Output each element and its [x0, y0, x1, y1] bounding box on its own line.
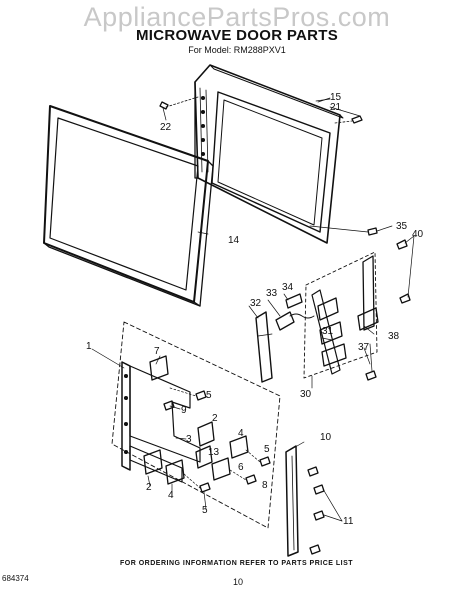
callout-5-lower: 5 — [202, 505, 208, 516]
callout-10: 10 — [320, 432, 332, 443]
callout-3: 3 — [186, 434, 192, 445]
callout-5-upper: 5 — [206, 390, 212, 401]
page-number: 10 — [233, 577, 244, 587]
callout-2-upper: 2 — [212, 413, 218, 424]
callout-15: 15 — [330, 92, 342, 103]
hinge-rail-part-10 — [285, 445, 299, 557]
latch-arm-part-32 — [255, 311, 273, 383]
callout-1: 1 — [86, 341, 92, 352]
document-id: 684374 — [2, 574, 29, 583]
callout-8: 8 — [262, 480, 268, 491]
leader-lines — [91, 97, 375, 510]
callout-40: 40 — [412, 229, 424, 240]
callout-11: 11 — [343, 516, 354, 527]
callout-5-middle: 5 — [264, 444, 270, 455]
callout-9: 9 — [181, 405, 187, 416]
latch-plate-part-1 — [111, 321, 281, 529]
latch-bracket-part-30 — [303, 251, 378, 379]
switch-part-2-upper — [197, 421, 215, 447]
callout-2-lower: 2 — [146, 482, 152, 493]
model-subtitle: For Model: RM288PXV1 — [188, 45, 286, 55]
screw-part-5-lower — [183, 473, 211, 493]
callout-4-lower: 4 — [168, 490, 174, 501]
screw-part-37 — [365, 343, 377, 381]
callout-14: 14 — [228, 235, 240, 246]
callout-38: 38 — [388, 331, 400, 342]
callout-34: 34 — [282, 282, 294, 293]
screws-part-11 — [307, 466, 343, 555]
door-frame-part-14 — [43, 105, 214, 307]
callout-6: 6 — [238, 462, 244, 473]
callout-35: 35 — [396, 221, 408, 232]
screw-part-35 — [367, 225, 393, 236]
callout-30: 30 — [300, 389, 312, 400]
switch-part-4-upper — [229, 435, 249, 459]
screw-part-21 — [315, 98, 363, 124]
screw-part-5-upper — [169, 387, 207, 401]
switch-part-7 — [149, 355, 169, 381]
hinge-bracket-part-38 — [357, 255, 379, 331]
callout-labels: 1 2 2 3 4 4 5 5 5 6 7 8 9 10 11 13 14 15… — [86, 92, 424, 527]
door-panel-part-15 — [194, 64, 344, 244]
callout-4-upper: 4 — [238, 428, 244, 439]
screw-part-40 — [396, 235, 415, 304]
page-title: MICROWAVE DOOR PARTS — [135, 27, 339, 44]
switch-part-2-lower — [143, 449, 163, 475]
callout-31: 31 — [322, 326, 334, 337]
screw-part-22 — [159, 96, 199, 121]
callout-13: 13 — [208, 447, 220, 458]
ordering-note: FOR ORDERING INFORMATION REFER TO PARTS … — [120, 560, 354, 567]
switch-part-13 — [195, 445, 213, 469]
switch-part-6 — [211, 457, 231, 481]
screw-part-8 — [229, 469, 257, 485]
callout-22: 22 — [160, 122, 172, 133]
callout-32: 32 — [250, 298, 262, 309]
spring-part-33 — [275, 311, 315, 331]
callout-7: 7 — [154, 346, 160, 357]
screw-part-5-middle — [245, 449, 271, 467]
callout-21: 21 — [330, 102, 342, 113]
hook-part-34 — [285, 293, 303, 309]
switch-part-4-lower — [165, 459, 185, 485]
callout-37: 37 — [358, 342, 370, 353]
callout-33: 33 — [266, 288, 278, 299]
